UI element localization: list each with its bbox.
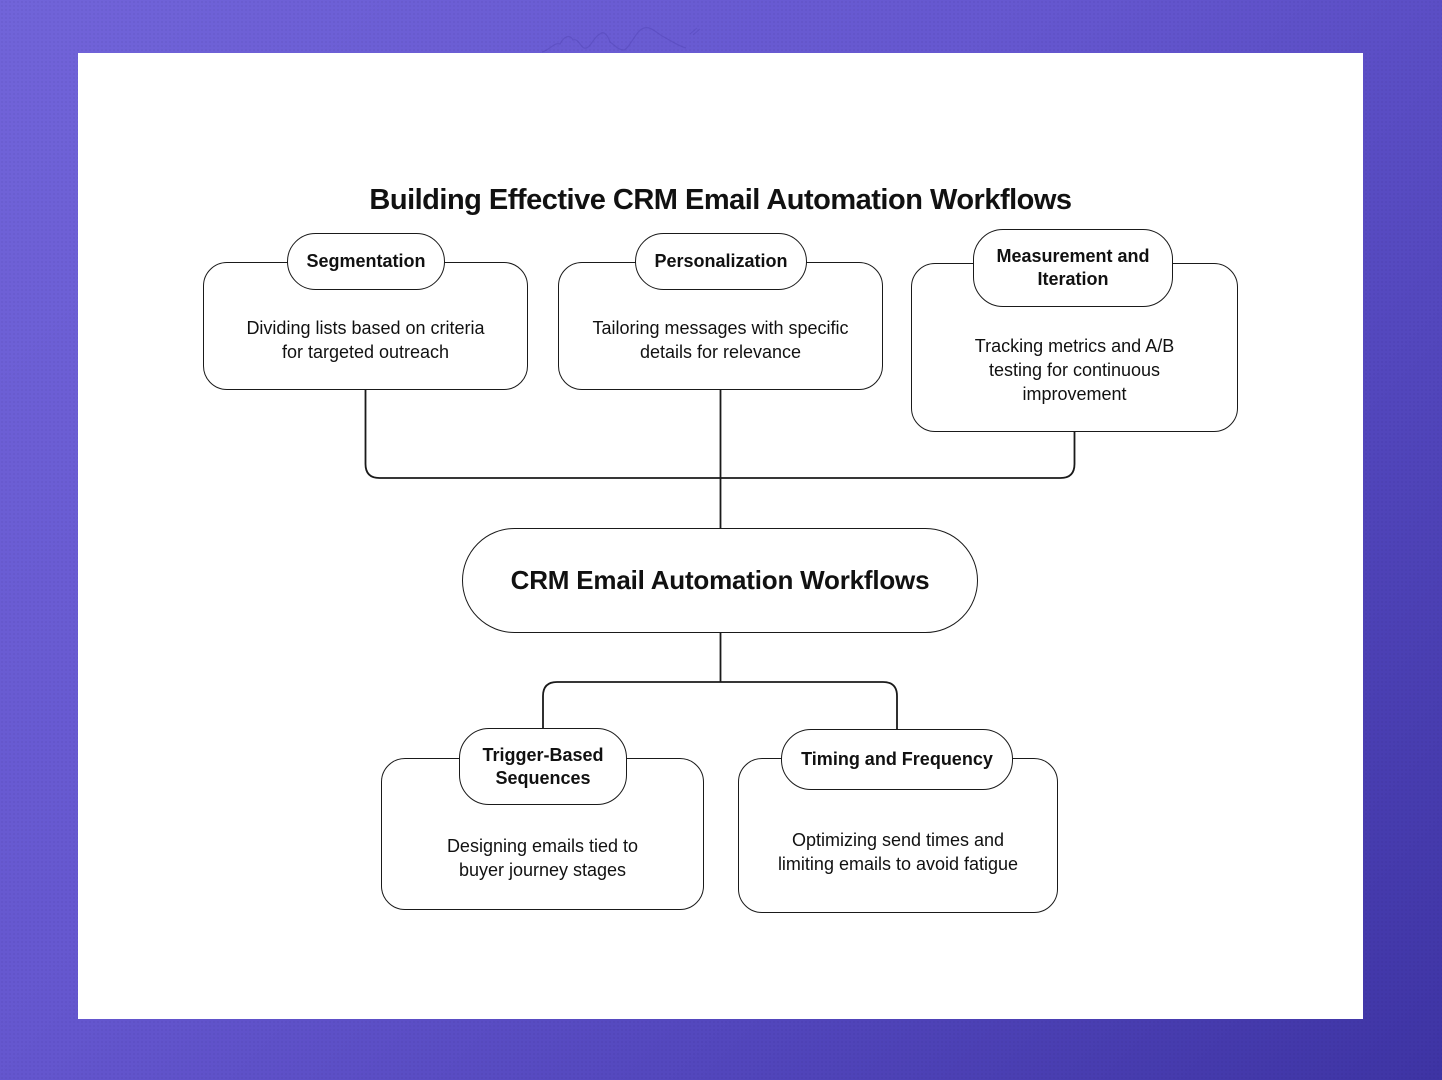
node-crm-email-automation-workflows[interactable]: CRM Email Automation Workflows — [462, 528, 978, 633]
node-timing-frequency-description: Optimizing send times and limiting email… — [777, 829, 1019, 874]
node-personalization-description: Tailoring messages with specific details… — [592, 318, 849, 362]
node-segmentation-label[interactable]: Segmentation — [287, 233, 445, 290]
node-personalization-label-text: Personalization — [654, 251, 788, 271]
diagram-title: Building Effective CRM Email Automation … — [369, 184, 1072, 216]
node-timing-frequency-label-text: Timing and Frequency — [801, 749, 993, 769]
node-segmentation-description: Dividing lists based on criteria for tar… — [246, 318, 485, 362]
node-trigger-based-sequences-label-text: Trigger-Based Sequences — [482, 744, 604, 788]
node-trigger-based-sequences-description: Designing emails tied to buyer journey s… — [446, 835, 639, 880]
node-trigger-based-sequences-label[interactable]: Trigger-Based Sequences — [459, 728, 627, 805]
node-measurement-iteration-label[interactable]: Measurement and Iteration — [973, 229, 1173, 307]
diagram-canvas: Building Effective CRM Email Automation … — [78, 53, 1363, 1019]
node-timing-frequency-label[interactable]: Timing and Frequency — [781, 729, 1013, 790]
background-sketch-decoration — [541, 27, 701, 53]
node-measurement-iteration-description: Tracking metrics and A/B testing for con… — [974, 335, 1175, 404]
node-measurement-iteration-label-text: Measurement and Iteration — [996, 246, 1150, 289]
node-personalization-label[interactable]: Personalization — [635, 233, 807, 290]
node-segmentation-label-text: Segmentation — [306, 251, 426, 271]
node-segmentation[interactable]: Dividing lists based on criteria for tar… — [203, 262, 528, 390]
center-node-label-text: CRM Email Automation Workflows — [510, 565, 930, 595]
connector-bottom-row — [542, 681, 898, 729]
connector-lines — [364, 390, 1076, 729]
